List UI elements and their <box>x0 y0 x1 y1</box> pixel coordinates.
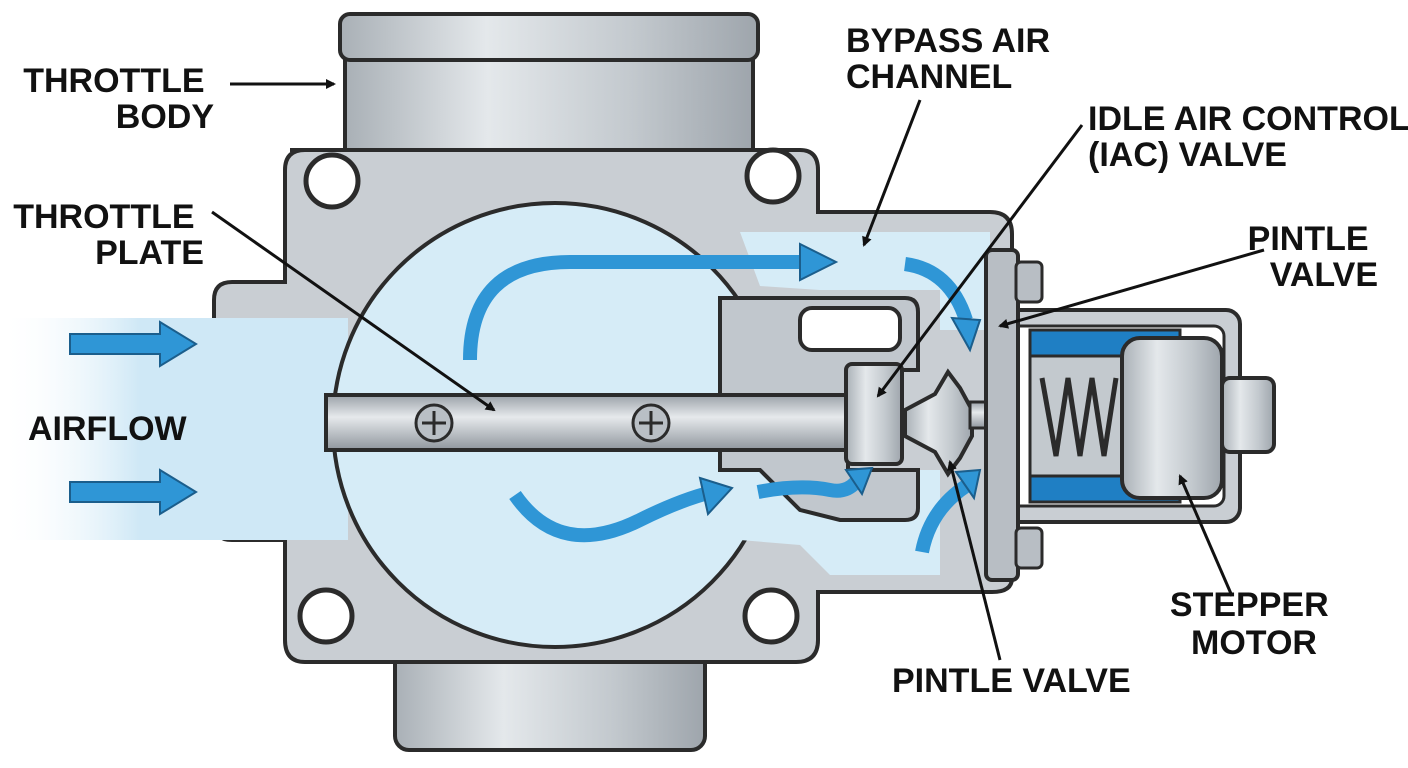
inlet-arrow-top <box>69 320 198 368</box>
label-bypass-air-channel: BYPASS AIR CHANNEL <box>846 22 1060 96</box>
airflow-arrows <box>69 320 198 516</box>
arrowhead-bypass <box>844 466 874 497</box>
motor-mounting-plate <box>984 248 1044 582</box>
label-stepper-motor: STEPPER MOTOR <box>1170 586 1338 662</box>
leader-pintle-lower <box>947 460 1002 661</box>
label-iac-valve: IDLE AIR CONTROL (IAC) VALVE <box>1088 100 1408 174</box>
arrowhead-curl-lower <box>954 468 982 501</box>
leader-throttle-plate <box>211 210 496 412</box>
flow-arc-lower <box>509 485 714 543</box>
mounting-hole-bottom-right <box>742 587 800 645</box>
shaft-screw-right <box>631 403 671 443</box>
mounting-hole-top-right <box>744 147 802 205</box>
arrowhead-upper <box>799 242 839 282</box>
mounting-hole-bottom-left <box>297 587 355 645</box>
pintle-valve-cone <box>903 368 974 478</box>
stepper-armature <box>1120 336 1224 500</box>
leader-lines <box>211 79 1265 661</box>
flow-arrowheads <box>698 242 982 517</box>
flow-arc-upper <box>463 255 800 361</box>
housing-slot <box>798 306 902 352</box>
label-throttle-body: THROTTLE BODY <box>23 62 214 136</box>
leader-bypass <box>862 99 922 247</box>
return-spring <box>1039 377 1119 457</box>
arrowhead-lower <box>698 476 734 517</box>
top-intake-neck <box>338 12 760 154</box>
pintle-seat-block <box>844 362 904 466</box>
throttle-shaft <box>324 393 863 452</box>
flow-curl-upper <box>903 257 973 323</box>
mounting-hole-top-left <box>303 152 361 210</box>
label-pintle-valve-lower: PINTLE VALVE <box>892 662 1131 700</box>
motor-end-shaft <box>1220 376 1276 454</box>
label-airflow: AIRFLOW <box>28 410 188 448</box>
inlet-arrow-bottom <box>69 468 198 516</box>
leader-iac <box>876 124 1084 398</box>
leader-pintle-upper <box>998 248 1265 329</box>
shaft-screw-left <box>414 403 454 443</box>
leader-stepper <box>1178 474 1234 597</box>
flow-bypass-lower <box>756 472 867 499</box>
label-pintle-valve-upper: PINTLE VALVE <box>1248 220 1378 294</box>
arrowhead-curl-upper <box>950 316 982 353</box>
internal-flow-arrows <box>463 255 973 554</box>
flow-curl-lower <box>915 480 971 554</box>
label-throttle-plate: THROTTLE PLATE <box>13 198 204 272</box>
